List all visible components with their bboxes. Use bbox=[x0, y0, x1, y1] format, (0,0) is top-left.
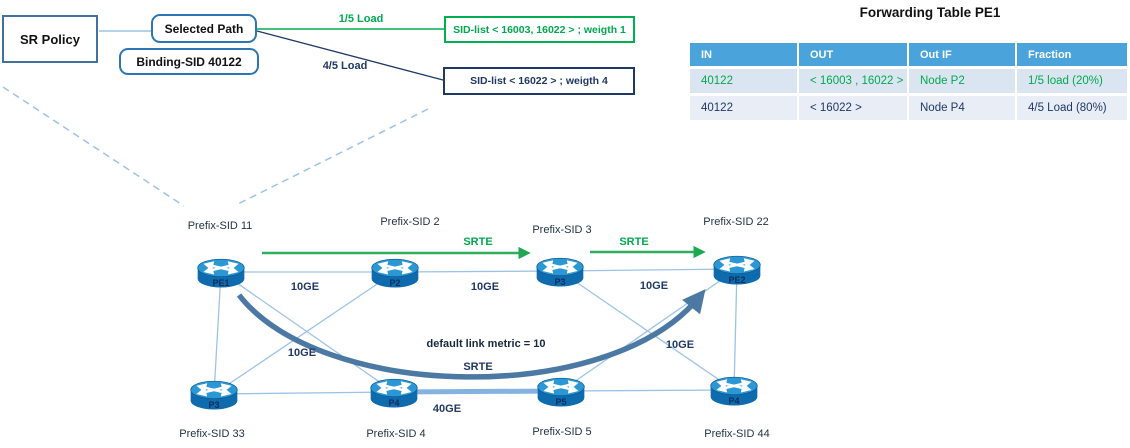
dashed-callout-left bbox=[2, 86, 185, 207]
router-name: PE1 bbox=[212, 278, 230, 288]
router-name: PE2 bbox=[728, 275, 746, 285]
link-speed-right-cross: 10GE bbox=[665, 339, 695, 351]
sid-list-box-path1: SID-list < 16003, 16022 > ; weigth 1 bbox=[444, 16, 635, 43]
topology-links bbox=[213, 268, 738, 395]
router-pe2: PE2 bbox=[712, 253, 762, 286]
link-pe1-p4 bbox=[220, 271, 395, 393]
router-p3-top: P3 bbox=[535, 255, 585, 288]
link-pe1-p3b bbox=[213, 271, 222, 395]
col-header-outif: Out IF bbox=[909, 43, 1015, 66]
forwarding-table: IN OUT Out IF Fraction 40122 < 16003 , 1… bbox=[690, 43, 1127, 120]
link-p5-pe2 bbox=[560, 268, 738, 392]
prefix-sid-label-p5: Prefix-SID 5 bbox=[532, 426, 592, 438]
router-p3-bottom: P3 bbox=[189, 378, 239, 411]
srte-label-arrow2: SRTE bbox=[619, 236, 649, 248]
link-p5-p4b bbox=[560, 389, 735, 392]
table-row2-fraction: 4/5 Load (80%) bbox=[1017, 96, 1127, 120]
link-speed-left-cross: 10GE bbox=[287, 347, 317, 359]
link-speed-p4-p5: 40GE bbox=[432, 403, 462, 415]
col-header-fraction: Fraction bbox=[1017, 43, 1127, 66]
link-speed-p2-p3: 10GE bbox=[470, 281, 500, 293]
router-name: P2 bbox=[389, 278, 401, 288]
srte-green-arrows bbox=[262, 245, 706, 260]
router-p2: P2 bbox=[370, 256, 420, 289]
router-name: P3 bbox=[554, 277, 566, 287]
router-p4-bottom: P4 bbox=[709, 374, 759, 407]
link-p2-p3 bbox=[394, 270, 561, 273]
forwarding-table-title: Forwarding Table PE1 bbox=[859, 5, 1001, 20]
link-p3b-p4 bbox=[213, 391, 395, 395]
prefix-sid-label-p3: Prefix-SID 3 bbox=[532, 224, 592, 236]
load-label-path2: 4/5 Load bbox=[322, 60, 368, 72]
table-row2-in: 40122 bbox=[690, 96, 797, 120]
router-name: P4 bbox=[728, 396, 740, 406]
dashed-callout-right bbox=[235, 108, 429, 206]
link-p3-pe2 bbox=[559, 268, 738, 272]
router-name: P3 bbox=[208, 400, 220, 410]
srte-label-arrow1: SRTE bbox=[463, 236, 493, 248]
table-row1-out: < 16003 , 16022 > bbox=[799, 69, 907, 93]
router-p5: P5 bbox=[536, 375, 586, 408]
selected-path-box: Selected Path bbox=[151, 14, 257, 43]
connector-path2-navy bbox=[256, 30, 444, 81]
link-speed-p3-pe2: 10GE bbox=[639, 280, 669, 292]
router-name: P4 bbox=[388, 398, 400, 408]
link-speed-pe1-p2: 10GE bbox=[290, 281, 320, 293]
router-pe1: PE1 bbox=[196, 256, 246, 289]
router-name: P5 bbox=[555, 397, 567, 407]
srte-label-curve: SRTE bbox=[463, 361, 493, 373]
table-row1-fraction: 1/5 load (20%) bbox=[1017, 69, 1127, 93]
prefix-sid-label-p4b: Prefix-SID 44 bbox=[704, 428, 770, 440]
sr-policy-box: SR Policy bbox=[2, 15, 98, 63]
table-row1-in: 40122 bbox=[690, 69, 797, 93]
router-p4: P4 bbox=[369, 376, 419, 409]
prefix-sid-label-p4: Prefix-SID 4 bbox=[366, 428, 426, 440]
link-p4-p5-40ge bbox=[393, 388, 562, 395]
prefix-sid-label-p2: Prefix-SID 2 bbox=[380, 216, 440, 228]
table-row1-outif: Node P2 bbox=[909, 69, 1015, 93]
sid-list-box-path2: SID-list < 16022 > ; weigth 4 bbox=[443, 67, 635, 95]
policy-connectors bbox=[2, 28, 444, 207]
link-pe2-p4b bbox=[733, 268, 738, 391]
col-header-in: IN bbox=[690, 43, 797, 66]
link-p3b-p2 bbox=[213, 271, 396, 395]
default-link-metric-note: default link metric = 10 bbox=[426, 338, 546, 350]
srte-curved-path-arrow bbox=[236, 289, 706, 380]
prefix-sid-label-pe2: Prefix-SID 22 bbox=[703, 216, 769, 228]
prefix-sid-label-pe1: Prefix-SID 11 bbox=[187, 220, 253, 232]
link-p3-p4b bbox=[559, 270, 735, 391]
table-row2-outif: Node P4 bbox=[909, 96, 1015, 120]
col-header-out: OUT bbox=[799, 43, 907, 66]
load-label-path1: 1/5 Load bbox=[338, 13, 384, 25]
table-row2-out: < 16022 > bbox=[799, 96, 907, 120]
binding-sid-box: Binding-SID 40122 bbox=[119, 48, 259, 75]
prefix-sid-label-p3b: Prefix-SID 33 bbox=[179, 428, 245, 440]
